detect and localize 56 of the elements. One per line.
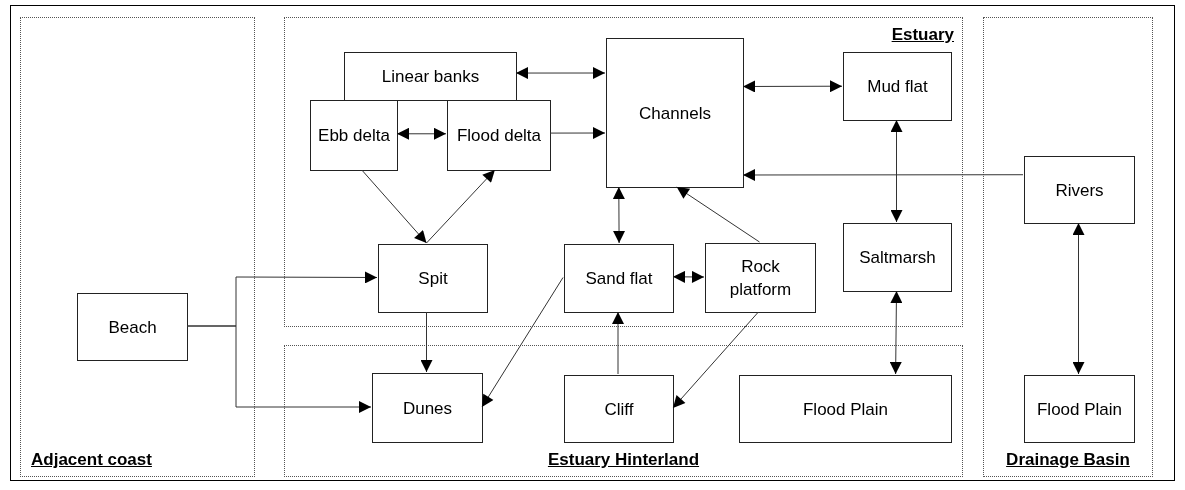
box-label: Ebb delta [317, 125, 391, 147]
box-label: Rock platform [728, 256, 793, 301]
box-label: Cliff [603, 398, 635, 421]
arrow [549, 127, 606, 139]
arrow [612, 186, 626, 244]
process-box [843, 223, 952, 292]
arrow [742, 80, 843, 93]
arrow [890, 119, 903, 223]
box-label: Linear banks [380, 66, 481, 88]
process-box [378, 244, 488, 313]
arrow [186, 325, 372, 413]
arrow [1072, 222, 1085, 375]
arrow [672, 270, 705, 283]
process-box [447, 100, 551, 171]
region-heading: Adjacent coast [31, 451, 152, 468]
box-label: Saltmarsh [858, 247, 937, 269]
process-box [705, 243, 816, 313]
process-box [843, 52, 952, 121]
box-label: Beach [107, 316, 158, 339]
region-boundary [20, 17, 255, 477]
arrow [672, 311, 759, 409]
process-box [1024, 156, 1135, 224]
arrow [420, 311, 433, 373]
region-heading: Drainage Basin [1005, 451, 1131, 468]
region-boundary [983, 17, 1153, 477]
arrow [742, 169, 1024, 181]
box-label: Flood Plain [801, 398, 890, 421]
arrow [396, 127, 447, 140]
arrow [676, 186, 760, 243]
process-box [77, 293, 188, 361]
arrow [515, 67, 606, 80]
box-label: Sand flat [584, 268, 654, 290]
process-box [372, 373, 483, 443]
box-label: Dunes [401, 397, 454, 420]
region-boundary [284, 17, 963, 327]
region-boundary [284, 345, 963, 477]
process-box [739, 375, 952, 443]
box-label: Channels [638, 102, 712, 125]
arrow [361, 169, 427, 244]
box-label: Mud flat [866, 76, 929, 98]
process-box [1024, 375, 1135, 443]
process-box [344, 52, 517, 101]
process-box [564, 244, 674, 313]
process-box [606, 38, 744, 188]
box-label: Rivers [1054, 179, 1105, 202]
region-heading: Estuary Hinterland [546, 451, 701, 468]
region-heading: Estuary [891, 26, 954, 43]
box-label: Flood delta [455, 125, 543, 147]
arrow [889, 290, 903, 375]
box-label: Spit [417, 268, 449, 290]
process-box [564, 375, 674, 443]
arrow [426, 169, 496, 244]
process-box [310, 100, 398, 171]
arrow [612, 311, 624, 375]
arrow [481, 277, 564, 408]
box-label: Flood Plain [1035, 398, 1124, 421]
